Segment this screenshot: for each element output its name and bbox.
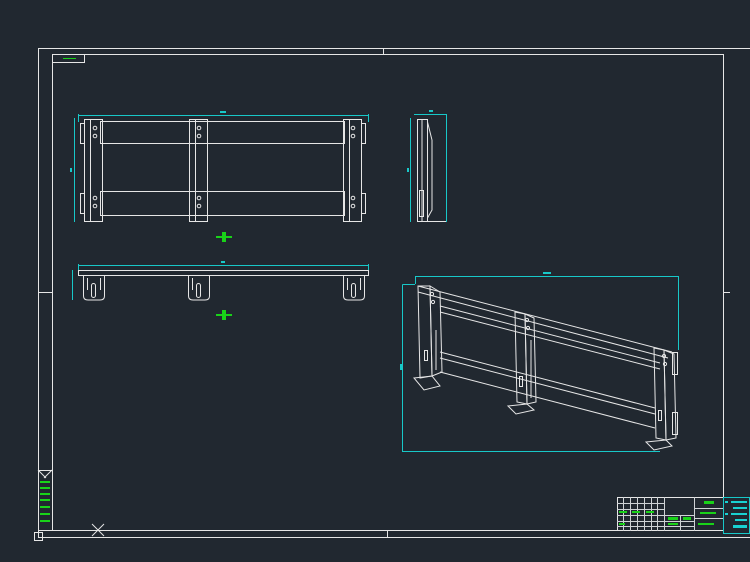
isometric-view[interactable]	[400, 272, 679, 452]
front-view[interactable]	[70, 111, 369, 222]
drawing-code-box	[52, 54, 85, 63]
drawing-border	[34, 48, 750, 541]
title-fields	[694, 501, 723, 525]
top-view[interactable]	[72, 261, 369, 301]
iso-post-right	[644, 347, 678, 451]
company-block	[723, 497, 750, 534]
top-bracket-right	[343, 276, 365, 301]
side-view[interactable]	[407, 110, 447, 222]
binding-margin-strip	[37, 469, 53, 531]
title-block	[617, 497, 750, 534]
post-left	[80, 119, 103, 222]
post-middle	[189, 119, 208, 222]
post-right	[343, 119, 366, 222]
top-bracket-left	[83, 276, 105, 301]
center-mark	[216, 232, 232, 320]
revision-table	[617, 497, 695, 531]
iso-post-left	[413, 285, 443, 391]
top-bracket-middle	[188, 276, 210, 301]
iso-post-middle	[506, 311, 537, 415]
